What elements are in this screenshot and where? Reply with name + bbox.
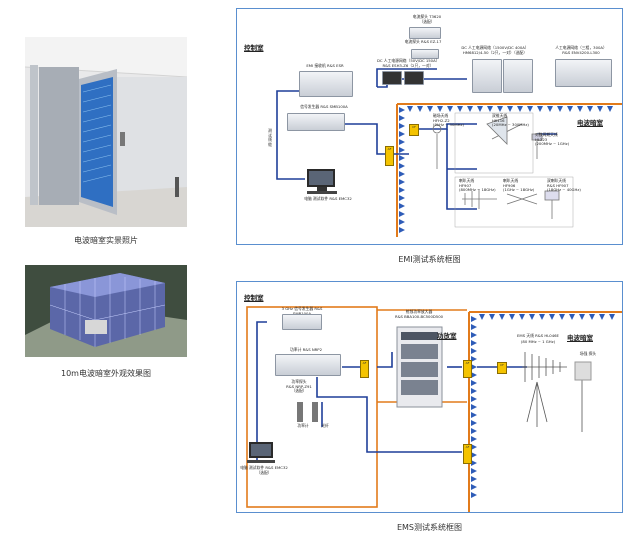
- ems-ant-freq-label: (80 MHz ~ 1 GHz): [520, 339, 556, 344]
- emi-ant3-label: 对数周期天线 HL223 (200MHz ~ 1GHz): [535, 132, 570, 147]
- ems-anechoic-label: 电波暗室: [567, 334, 593, 342]
- ems-control-room-label: 控制室: [244, 294, 264, 302]
- ems-power-room-label: 功放室: [437, 332, 457, 340]
- ems-amp-block-1: AF: [360, 360, 369, 378]
- ems-power-meter-device: [275, 354, 341, 376]
- ems-meter-label: 功率计 R&S NRP2: [290, 347, 322, 352]
- ems-amp-label: 射频功率放大器 R&S BBA100-BC500D500: [394, 309, 444, 319]
- emi-diagram-panel: 控制室 电波暗室 电流探头 T3620 （选配） 电流探头 R&S EZ-17 …: [236, 8, 623, 245]
- ems-signal-generator-device: [282, 314, 322, 330]
- ems-pc-label: 电脑 测试软件 R&S EMC32: [240, 465, 288, 470]
- emi-ant4-label: 喇叭天线 HF907 (800MHz ~ 18GHz): [459, 178, 496, 193]
- emi-control-room-label: 控制室: [244, 44, 264, 52]
- photo-caption-1: 电波暗室实景照片: [74, 236, 138, 245]
- chamber-render-image: [25, 265, 187, 357]
- ac-lisn-device-2: [503, 59, 533, 93]
- chamber-render-illustration: [25, 265, 187, 357]
- ems-filter-label: 功率计: [297, 423, 309, 428]
- probe-device: [411, 49, 439, 59]
- chamber-photo-illustration: [25, 37, 187, 227]
- dc-lisn-device-2: [404, 71, 424, 85]
- emi-anechoic-label: 电波暗室: [577, 119, 603, 127]
- emi-dc-lisn-label: DC 人工电源网络（50V/DC 150A） R&S ESH3-Z6（2只，一对…: [377, 58, 440, 68]
- ems-diagram-graphics: [246, 306, 622, 512]
- emi-top-label: 电流探头 T3620 （选配）: [412, 14, 442, 24]
- emi-receiver-device: [299, 71, 353, 97]
- ems-siggen-label: 3 GHz 信号发生器 R&S SMB100A: [281, 306, 323, 315]
- emi-amp-block-2: CF: [409, 124, 419, 136]
- ems-cable-label: 光纤: [321, 423, 329, 428]
- emi-receiver-label: EMI 接收机 R&S ESR: [306, 63, 344, 68]
- emi-side-label: 测试线缆: [268, 128, 272, 147]
- signal-generator-device: [287, 113, 345, 131]
- ems-caption: EMS测试系统框图: [396, 523, 463, 532]
- three-phase-lisn-device: [555, 59, 612, 87]
- photo-caption-2: 10m电波暗室外观效果图: [61, 369, 151, 378]
- emi-probe-label: 电流探头 R&S EZ-17: [404, 39, 442, 44]
- emi-ant2-label: 双锥天线 HK116 (20MHz ~ 300MHz): [492, 113, 529, 128]
- ems-coupler-label: 功率探头 R&S NRP-Z91 （选配）: [286, 379, 312, 394]
- emi-amp-block-1: AF: [385, 146, 394, 166]
- ac-lisn-device: [472, 59, 502, 93]
- dc-lisn-device: [382, 71, 402, 85]
- current-probe-device: [409, 27, 441, 39]
- emi-pc-label: 电脑 测试软件 R&S EMC32: [304, 196, 352, 201]
- anechoic-chamber-photo: [25, 37, 187, 227]
- emi-lisn3-label: 人工电源网络（三相，300A） R&S ENV4200-L300: [555, 45, 607, 55]
- ems-pc-optional-label: （选配）: [256, 470, 272, 475]
- emi-ant6-label: 双喇叭天线 R&S HF907 (18GHz ~ 40GHz): [547, 178, 581, 193]
- ems-amp-block-2: AF: [463, 360, 472, 378]
- ems-ant-label: EMS 天线 R&S HL046E: [517, 333, 559, 338]
- emi-ant5-label: 喇叭天线 HF906 (1GHz ~ 18GHz): [503, 178, 535, 193]
- emi-caption: EMI测试系统框图: [398, 255, 461, 264]
- emi-diagram-graphics: [276, 68, 622, 237]
- ems-diagram-panel: 控制室 功放室 电波暗室 3 GHz 信号发生器 R&S SMB100A 功率计…: [236, 281, 623, 513]
- emi-generator-label: 信号发生器 R&S SMB100A: [300, 104, 348, 109]
- ems-amp-block-3: CF: [497, 362, 507, 374]
- emi-ant1-label: 磁场天线 HFH2-Z2 (9kHz ~ 30MHz): [433, 113, 464, 128]
- ems-amp-block-4: AF: [463, 444, 472, 464]
- emi-ac-lisn-label: DC 人工电源网络（1500V/DC 400A） HM6812/4-50（2只，…: [461, 45, 529, 55]
- ems-field-label: 场强 探头: [579, 351, 597, 356]
